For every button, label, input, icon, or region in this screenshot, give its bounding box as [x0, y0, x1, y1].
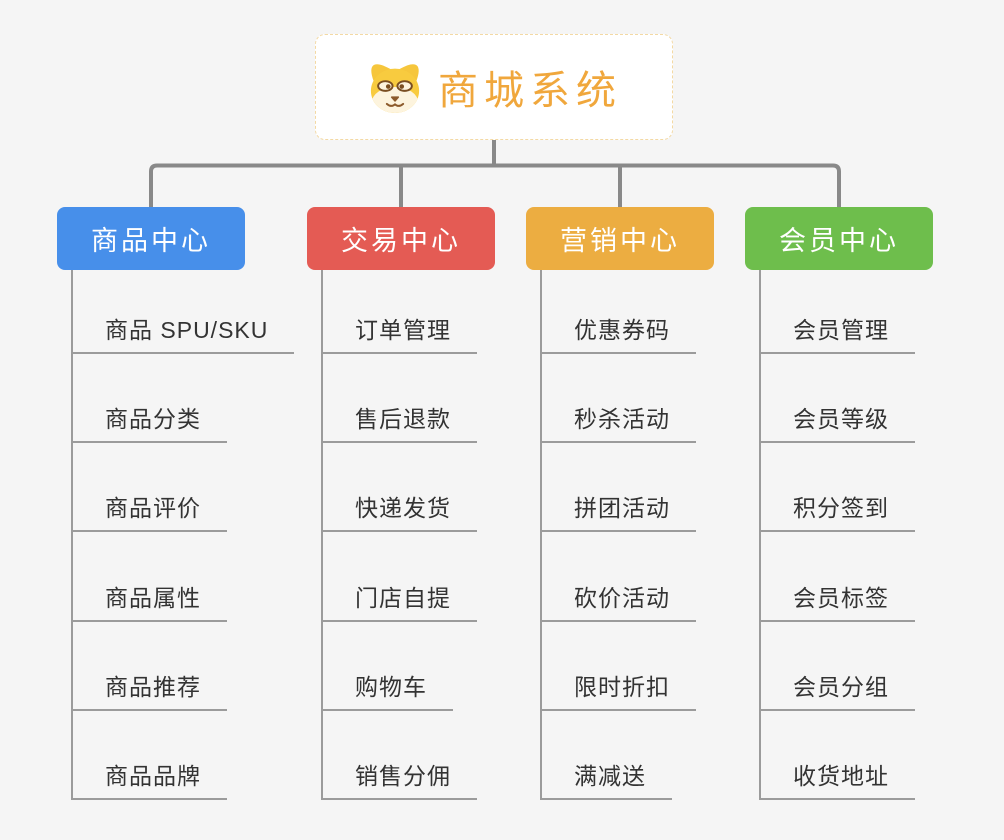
branch-node-member-center[interactable]: 会员中心 [745, 207, 933, 270]
leaf-item-member-center-6[interactable]: 收货地址 [760, 762, 915, 800]
root-title: 商城系统 [438, 69, 622, 113]
dog-icon [366, 60, 424, 114]
branch-node-product-center[interactable]: 商品中心 [57, 207, 245, 270]
leaf-item-member-center-2[interactable]: 会员等级 [760, 405, 915, 443]
leaf-item-marketing-center-2[interactable]: 秒杀活动 [541, 405, 696, 443]
leaf-item-trade-center-3[interactable]: 快递发货 [322, 494, 477, 532]
leaf-item-member-center-4[interactable]: 会员标签 [760, 584, 915, 622]
leaf-item-trade-center-6[interactable]: 销售分佣 [322, 762, 477, 800]
leaf-item-trade-center-1[interactable]: 订单管理 [322, 316, 477, 354]
leaf-item-product-center-4[interactable]: 商品属性 [72, 584, 227, 622]
leaf-item-trade-center-4[interactable]: 门店自提 [322, 584, 477, 622]
leaf-item-marketing-center-3[interactable]: 拼团活动 [541, 494, 696, 532]
leaf-item-marketing-center-4[interactable]: 砍价活动 [541, 584, 696, 622]
branch-node-marketing-center[interactable]: 营销中心 [526, 207, 714, 270]
leaf-item-product-center-6[interactable]: 商品品牌 [72, 762, 227, 800]
leaf-item-product-center-3[interactable]: 商品评价 [72, 494, 227, 532]
leaf-item-product-center-1[interactable]: 商品 SPU/SKU [72, 316, 295, 354]
root-node[interactable]: 商城系统 [315, 34, 673, 140]
leaf-item-member-center-3[interactable]: 积分签到 [760, 494, 915, 532]
leaf-item-trade-center-2[interactable]: 售后退款 [322, 405, 477, 443]
leaf-item-member-center-1[interactable]: 会员管理 [760, 316, 915, 354]
leaf-item-product-center-5[interactable]: 商品推荐 [72, 673, 227, 711]
leaf-item-marketing-center-6[interactable]: 满减送 [541, 762, 672, 800]
leaf-item-marketing-center-5[interactable]: 限时折扣 [541, 673, 696, 711]
branch-node-trade-center[interactable]: 交易中心 [307, 207, 495, 270]
leaf-item-trade-center-5[interactable]: 购物车 [322, 673, 453, 711]
leaf-item-marketing-center-1[interactable]: 优惠券码 [541, 316, 696, 354]
leaf-item-member-center-5[interactable]: 会员分组 [760, 673, 915, 711]
leaf-item-product-center-2[interactable]: 商品分类 [72, 405, 227, 443]
